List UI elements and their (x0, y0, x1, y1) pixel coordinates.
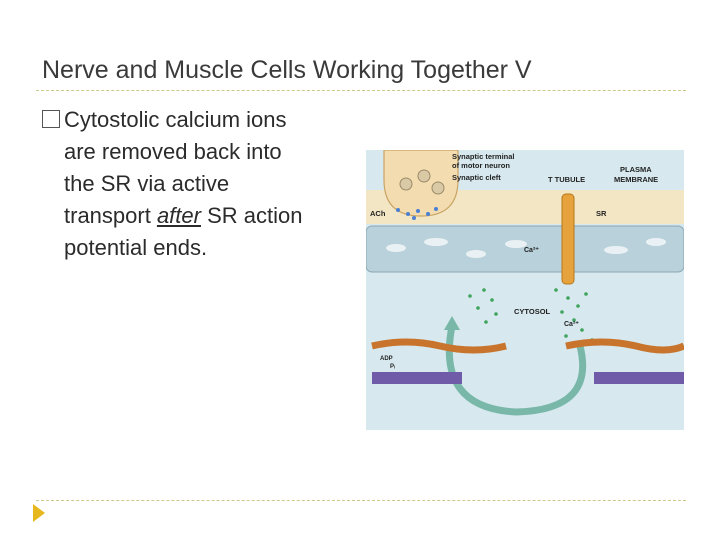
sarcoplasmic-reticulum (366, 225, 684, 273)
bullet-emphasis: after (156, 203, 201, 228)
label-plasma-2: MEMBRANE (614, 175, 658, 184)
vesicle (399, 177, 413, 191)
bullet-box-icon (42, 110, 60, 128)
synaptic-terminal (383, 150, 459, 217)
slide-title: Nerve and Muscle Cells Working Together … (42, 56, 532, 84)
myosin-filament-left (372, 372, 462, 384)
label-synaptic-terminal-1: Synaptic terminal (452, 152, 515, 161)
label-t-tubule: T TUBULE (548, 175, 585, 184)
label-ca-2: Ca²⁺ (564, 321, 579, 328)
title-divider (36, 90, 686, 91)
label-adp: ADP (380, 356, 393, 362)
return-arrow-head (444, 316, 460, 330)
bullet-line-4: transport after SR action (42, 200, 362, 232)
label-ca-1: Ca²⁺ (524, 247, 539, 254)
next-slide-arrow-icon[interactable] (33, 504, 45, 522)
t-tubule (561, 193, 575, 285)
bullet-line-2: are removed back into (64, 139, 282, 164)
label-sr: SR (596, 209, 607, 218)
actin-filament-right (565, 338, 684, 354)
label-synaptic-cleft: Synaptic cleft (452, 173, 501, 182)
sr-texture (386, 238, 666, 258)
bullet-line-3: the SR via active (64, 171, 230, 196)
bullet-text: Cytostolic calcium ions are removed back… (42, 104, 362, 264)
label-synaptic-terminal-2: of motor neuron (452, 161, 510, 170)
bullet-line-1: Cytostolic calcium ions (64, 107, 287, 132)
vesicle (417, 169, 431, 183)
label-plasma-1: PLASMA (620, 165, 652, 174)
bullet-line-4-pre: transport (64, 203, 157, 228)
myosin-filament-right (594, 372, 684, 384)
bullet-line-4-post: SR action (200, 203, 303, 228)
calcium-ions (468, 288, 594, 342)
label-pi: Pᵢ (390, 364, 395, 370)
label-cytosol: CYTOSOL (514, 307, 551, 316)
label-ach: ACh (370, 209, 386, 218)
actin-filament-left (371, 338, 507, 354)
return-arrow (445, 325, 587, 416)
bullet-line-5: potential ends. (64, 235, 208, 260)
footer-divider (36, 500, 686, 501)
ach-molecules (396, 207, 438, 220)
vesicle (431, 181, 445, 195)
muscle-calcium-diagram: Synaptic terminal of motor neuron Synapt… (366, 150, 684, 430)
